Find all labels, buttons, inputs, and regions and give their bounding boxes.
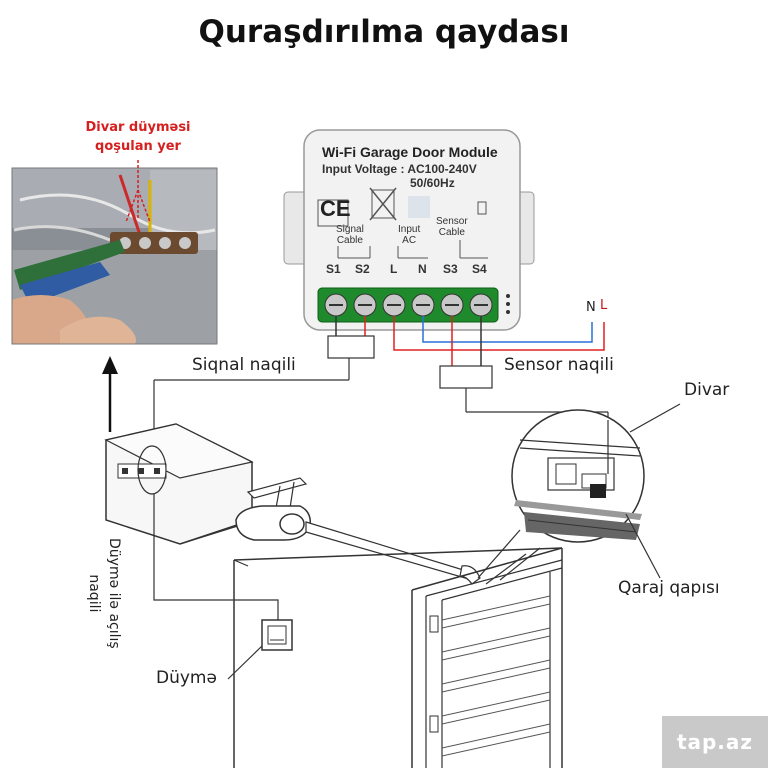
terminal-label: S2 (355, 262, 370, 276)
terminal-screw (382, 293, 406, 317)
label-line: Sensor (436, 216, 468, 227)
terminal-screw (440, 293, 464, 317)
ce-mark: CE (320, 196, 351, 221)
garage-door-label: Qaraj qapısı (618, 578, 720, 598)
live-label: L (600, 298, 608, 313)
garage-opener (235, 477, 481, 585)
label-line: Cable (336, 235, 363, 246)
photo-label: Divar düyməsi qoşulan yer (58, 118, 218, 156)
terminal-label: N (418, 262, 427, 276)
button-wire (153, 494, 279, 620)
module-frequency: 50/60Hz (410, 176, 455, 190)
terminal-screw (353, 293, 377, 317)
wall-button (261, 619, 293, 651)
terminal-label: S4 (472, 262, 487, 276)
arrow-up-icon (102, 356, 118, 432)
terminal-label: S3 (443, 262, 458, 276)
button-wire-label: Düymə ilə açılış naqili (84, 538, 124, 649)
opener-closeup (104, 423, 254, 545)
sensor-cable-label: Sensor Cable (436, 216, 468, 238)
photo-label-line: Divar düyməsi (85, 120, 191, 135)
photo-label-line: qoşulan yer (95, 139, 181, 154)
neutral-label: N (586, 300, 596, 315)
garage-door (233, 547, 563, 768)
terminal-label: L (390, 262, 398, 276)
callout-line (625, 513, 661, 579)
terminal-label: S1 (326, 262, 341, 276)
terminal-screw (324, 293, 348, 317)
page-title: Quraşdırılma qaydası (198, 14, 570, 50)
module-voltage: Input Voltage : AC100-240V (322, 162, 477, 176)
terminal-screw (469, 293, 493, 317)
callout-line (179, 523, 245, 545)
sensor-wire-label: Sensor naqili (504, 355, 614, 375)
signal-wire-label: Siqnal naqili (192, 355, 296, 375)
label-line: Input (398, 224, 421, 235)
label-line: Cable (438, 227, 465, 238)
door-panel (441, 595, 551, 757)
label-line: AC (402, 235, 417, 246)
label-line: Signal (336, 224, 364, 235)
wiring-photo (11, 167, 218, 345)
watermark: tap.az (662, 716, 768, 768)
wall-label: Divar (684, 380, 730, 400)
callout-line (137, 189, 151, 223)
callout-line (629, 403, 681, 433)
callout-line (477, 529, 521, 579)
button-label: Düymə (156, 668, 217, 688)
callout-line (125, 189, 139, 223)
module-name: Wi-Fi Garage Door Module (322, 144, 498, 160)
sensor-closeup (511, 409, 645, 543)
signal-cable-label: Signal Cable (336, 224, 364, 246)
callout-line (227, 645, 263, 680)
terminal-screw (411, 293, 435, 317)
input-ac-label: Input AC (398, 224, 420, 246)
label-line: Düymə ilə açılış (106, 538, 122, 649)
label-line: naqili (86, 574, 102, 613)
wifi-module (283, 129, 535, 331)
